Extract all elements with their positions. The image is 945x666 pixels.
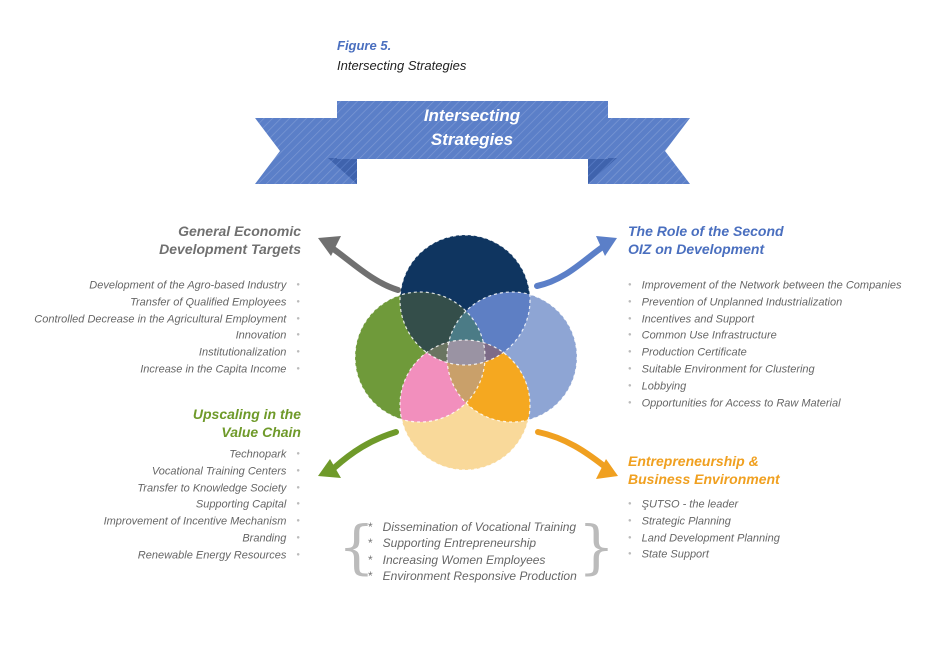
- list-item: Innovation: [34, 327, 300, 344]
- ribbon-left-tail: [255, 118, 357, 184]
- arrow-role: [534, 236, 617, 289]
- heading-role-oiz: The Role of the Second OIZ on Developmen…: [628, 222, 784, 258]
- list-general-economic: Development of the Agro-based Industry T…: [34, 277, 300, 378]
- arrow-entrepreneurship: [535, 429, 618, 479]
- heading-general-line2: Development Targets: [159, 241, 301, 257]
- arrow-general: [318, 236, 401, 293]
- banner-title: Intersecting Strategies: [337, 104, 607, 152]
- list-item: Dissemination of Vocational Training: [368, 519, 577, 535]
- list-item: Opportunities for Access to Raw Material: [628, 395, 901, 412]
- heading-entrepreneurship-line1: Entrepreneurship &: [628, 453, 759, 469]
- ribbon-right-tail: [588, 118, 690, 184]
- venn-diagram: [354, 234, 578, 471]
- list-item: State Support: [628, 546, 780, 563]
- list-role-oiz: Improvement of the Network between the C…: [628, 277, 902, 412]
- list-center: Dissemination of Vocational Training Sup…: [368, 519, 577, 585]
- list-item: Development of the Agro-based Industry: [34, 277, 300, 294]
- list-item: Supporting Capital: [104, 496, 300, 513]
- ribbon-banner: [255, 101, 690, 184]
- heading-general-line1: General Economic: [178, 223, 301, 239]
- list-item: Lobbying: [628, 378, 901, 395]
- list-item: ŞUTSO - the leader: [628, 496, 780, 513]
- list-item: Production Certificate: [628, 344, 901, 361]
- list-entrepreneurship: ŞUTSO - the leader Strategic Planning La…: [628, 496, 780, 563]
- right-brace: }: [578, 513, 615, 581]
- list-item: Institutionalization: [34, 344, 300, 361]
- heading-role-line2: OIZ on Development: [628, 241, 765, 257]
- heading-upscaling-line2: Value Chain: [221, 424, 301, 440]
- figure-label: Figure 5.: [337, 38, 392, 53]
- list-item: Improvement of the Network between the C…: [628, 277, 902, 294]
- list-item: Controlled Decrease in the Agricultural …: [34, 311, 300, 328]
- heading-general-economic: General Economic Development Targets: [159, 222, 301, 258]
- heading-entrepreneurship-line2: Business Environment: [628, 471, 780, 487]
- arrow-upscaling: [318, 429, 399, 478]
- list-item: Technopark: [104, 446, 300, 463]
- figure-title: Intersecting Strategies: [337, 58, 467, 73]
- list-item: Branding: [104, 530, 300, 547]
- list-item: Transfer of Qualified Employees: [34, 294, 300, 311]
- list-item: Environment Responsive Production: [368, 568, 577, 584]
- list-item: Increase in the Capita Income: [34, 361, 300, 378]
- list-item: Prevention of Unplanned Industrializatio…: [628, 294, 901, 311]
- list-item: Strategic Planning: [628, 513, 780, 530]
- list-item: Supporting Entrepreneurship: [368, 535, 577, 551]
- list-item: Suitable Environment for Clustering: [628, 361, 901, 378]
- ribbon-center: [337, 101, 608, 159]
- heading-upscaling-line1: Upscaling in the: [192, 406, 301, 422]
- list-item: Increasing Women Employees: [368, 552, 577, 568]
- ribbon-left-fold: [328, 158, 357, 184]
- list-item: Common Use Infrastructure: [628, 327, 901, 344]
- heading-role-line1: The Role of the Second: [628, 223, 784, 239]
- list-item: Transfer to Knowledge Society: [104, 480, 300, 497]
- list-item: Improvement of Incentive Mechanism: [104, 513, 300, 530]
- list-item: Incentives and Support: [628, 311, 901, 328]
- banner-title-line2: Strategies: [430, 130, 514, 149]
- list-item: Vocational Training Centers: [104, 463, 300, 480]
- list-item: Land Development Planning: [628, 530, 780, 547]
- list-upscaling: Technopark Vocational Training Centers T…: [104, 446, 300, 564]
- list-item: Renewable Energy Resources: [104, 547, 300, 564]
- ribbon-right-fold: [588, 158, 617, 184]
- heading-entrepreneurship: Entrepreneurship & Business Environment: [628, 452, 780, 488]
- heading-upscaling: Upscaling in the Value Chain: [193, 405, 301, 441]
- banner-title-line1: Intersecting: [423, 106, 521, 125]
